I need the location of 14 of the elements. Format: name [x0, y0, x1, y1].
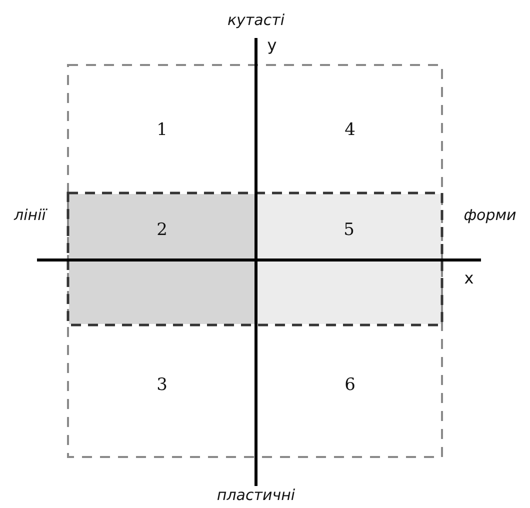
region-number: 3 — [156, 375, 168, 395]
axis-end-label: форми — [464, 206, 516, 224]
axis-name: x — [464, 268, 474, 288]
region-number: 2 — [156, 220, 168, 240]
axis-end-label: пластичні — [216, 486, 296, 504]
region-number: 6 — [344, 375, 356, 395]
region-number: 4 — [344, 120, 356, 140]
axis-name: y — [267, 36, 277, 54]
axis-end-label: лінії — [14, 206, 46, 224]
shaded-region — [69, 194, 255, 324]
region-number: 5 — [344, 220, 354, 240]
region-number: 1 — [156, 120, 168, 140]
shaded-region — [257, 194, 441, 324]
axis-end-label: кутасті — [227, 11, 285, 29]
